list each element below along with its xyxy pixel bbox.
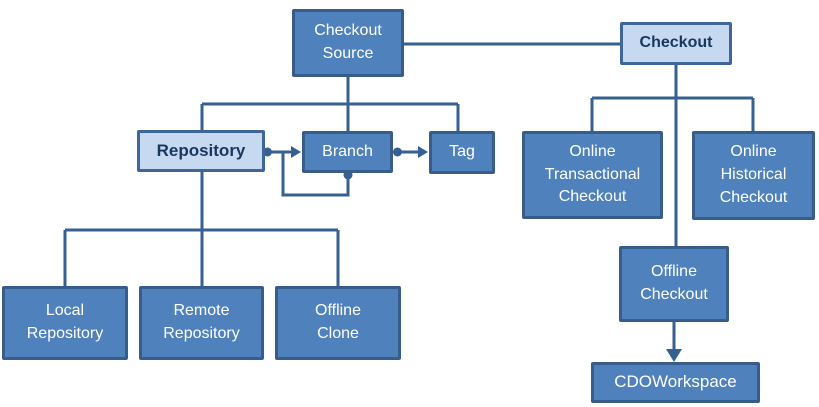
node-label: Online Historical Checkout — [719, 143, 788, 206]
edge-branch-self-loop — [281, 152, 350, 197]
node-label: Tag — [449, 143, 475, 161]
node-online-historical-checkout: Online Historical Checkout — [692, 131, 815, 220]
node-offline-checkout: Offline Checkout — [619, 246, 729, 322]
node-checkout: Checkout — [620, 22, 732, 65]
node-online-transactional-checkout: Online Transactional Checkout — [522, 131, 663, 219]
node-label: Offline Clone — [315, 302, 361, 342]
node-label: CDOWorkspace — [614, 372, 737, 392]
node-remote-repository: Remote Repository — [139, 286, 264, 360]
node-offline-clone: Offline Clone — [275, 286, 401, 360]
arrowhead-right-icon — [418, 146, 428, 158]
arrowhead-right-icon — [291, 146, 301, 158]
node-local-repository: Local Repository — [2, 286, 128, 360]
edge-checkout-tree — [590, 65, 755, 246]
node-branch: Branch — [302, 131, 393, 173]
node-cdoworkspace: CDOWorkspace — [591, 362, 760, 403]
node-label: Branch — [322, 142, 373, 160]
edge-checkoutsource-tree — [200, 77, 460, 131]
node-label: Local Repository — [26, 302, 104, 342]
node-label: Online Transactional Checkout — [544, 142, 641, 206]
node-repository: Repository — [137, 130, 265, 172]
node-tag: Tag — [429, 131, 495, 174]
node-label: Checkout Source — [314, 22, 382, 62]
node-label: Remote Repository — [163, 302, 240, 342]
arrowhead-down-icon — [666, 349, 682, 362]
node-label: Offline Checkout — [640, 263, 708, 303]
node-label: Repository — [156, 140, 246, 160]
node-label: Checkout — [639, 34, 713, 52]
node-checkout-source: Checkout Source — [292, 9, 404, 77]
edge-repository-tree — [63, 172, 340, 286]
